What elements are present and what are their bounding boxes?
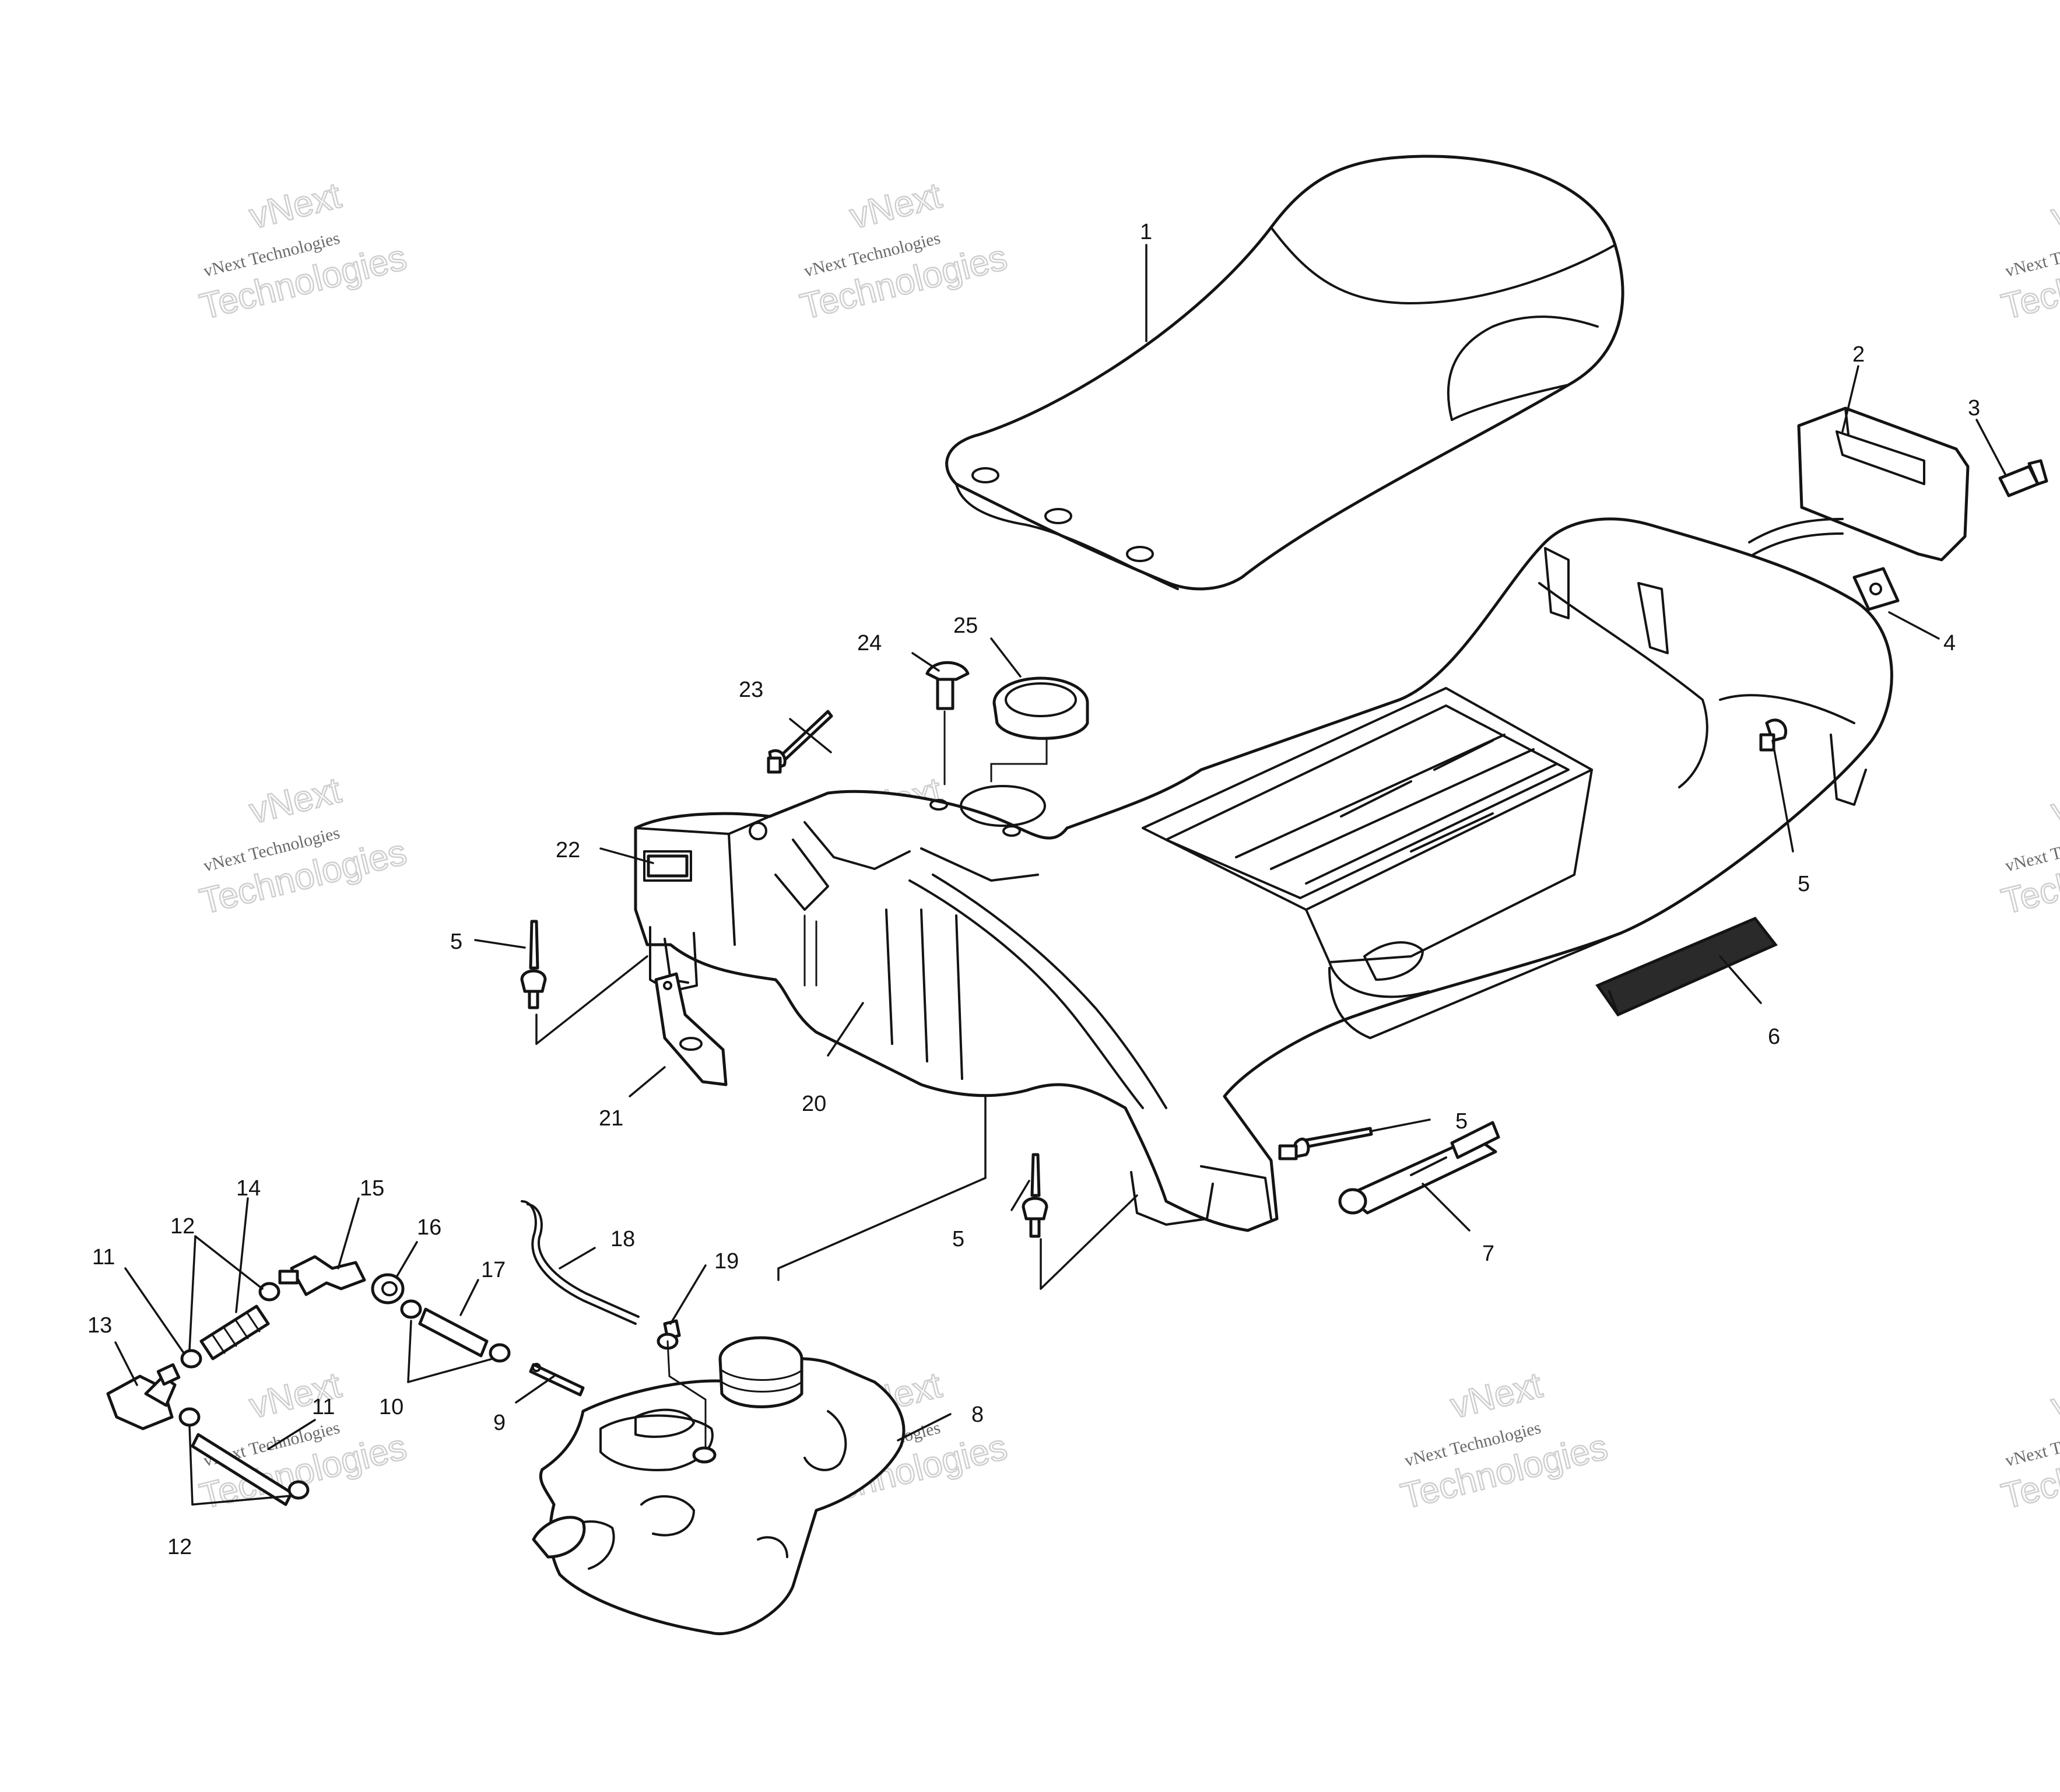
- callout-3: 3: [1968, 396, 1980, 420]
- rear-bracket: [1748, 406, 1970, 562]
- fuel-cap: [992, 676, 1089, 740]
- callout-10: 10: [379, 1395, 403, 1419]
- callout-11-lower: 11: [312, 1395, 335, 1419]
- cap-leader-line: [990, 737, 1048, 783]
- callout-8: 8: [971, 1402, 984, 1427]
- callout-2: 2: [1852, 342, 1865, 367]
- watermark-text: vNext Technologies: [2003, 229, 2060, 281]
- callout-15: 15: [360, 1176, 384, 1201]
- push-rivet: [767, 710, 833, 774]
- rivet-right: [1278, 1127, 1373, 1160]
- callout-labels: 1 2 3 4 5 5 5 5 6 7 8 9 10 11 11 12 12 1…: [87, 220, 1980, 1559]
- fuel-tank: [532, 1336, 906, 1635]
- leader-lines: [114, 244, 2007, 1506]
- fuel-line-assembly: [106, 1200, 681, 1506]
- seat-base-body: [634, 517, 1893, 1232]
- callout-9: 9: [493, 1411, 506, 1435]
- watermark-brand: vNext: [846, 176, 945, 237]
- callout-6: 6: [1768, 1025, 1780, 1049]
- callout-18: 18: [610, 1227, 635, 1251]
- callout-4: 4: [1943, 631, 1956, 655]
- rivet-left: [520, 920, 547, 1009]
- watermark-text: vNext Technologies: [2003, 1418, 2060, 1471]
- seat: [945, 155, 1624, 591]
- speed-nut: [1852, 567, 1900, 611]
- rivet-center: [1022, 1153, 1048, 1238]
- screw: [1998, 459, 2048, 497]
- callout-7: 7: [1482, 1242, 1494, 1266]
- callout-22: 22: [556, 838, 580, 862]
- watermark-brand: vNext: [1447, 1365, 1546, 1426]
- watermark-text: vNext Technologies: [2003, 823, 2060, 876]
- callout-5-right: 5: [1455, 1109, 1468, 1134]
- callout-5-left: 5: [450, 930, 462, 954]
- callout-24: 24: [857, 631, 882, 655]
- watermark-brand: vNext: [2047, 1365, 2060, 1426]
- strap-handle: [1338, 1121, 1500, 1215]
- callout-12-upper: 12: [170, 1214, 195, 1239]
- callout-21: 21: [599, 1106, 623, 1131]
- callout-23: 23: [739, 678, 763, 702]
- watermark-brand: vNext: [2047, 176, 2060, 237]
- callout-13: 13: [87, 1313, 112, 1338]
- traction-strip: [1595, 916, 1778, 1017]
- callout-14: 14: [236, 1176, 261, 1201]
- callout-1: 1: [1140, 220, 1152, 244]
- rivet-rear: [1759, 718, 1788, 752]
- callout-12-lower: 12: [167, 1535, 192, 1559]
- watermark-brand: vNext: [2047, 770, 2060, 832]
- callout-25: 25: [953, 613, 978, 638]
- watermark-brand: vNext: [245, 770, 345, 832]
- watermark-brand: vNext: [245, 176, 345, 237]
- callout-5-rear: 5: [1798, 872, 1810, 896]
- callout-17: 17: [481, 1258, 506, 1282]
- callout-11-upper: 11: [92, 1245, 115, 1270]
- mount-bracket: [654, 972, 728, 1086]
- callout-20: 20: [802, 1092, 826, 1116]
- fill-cap-screw: [925, 661, 970, 710]
- callout-5-center: 5: [952, 1227, 964, 1251]
- callout-16: 16: [417, 1215, 441, 1240]
- callout-19: 19: [714, 1249, 739, 1274]
